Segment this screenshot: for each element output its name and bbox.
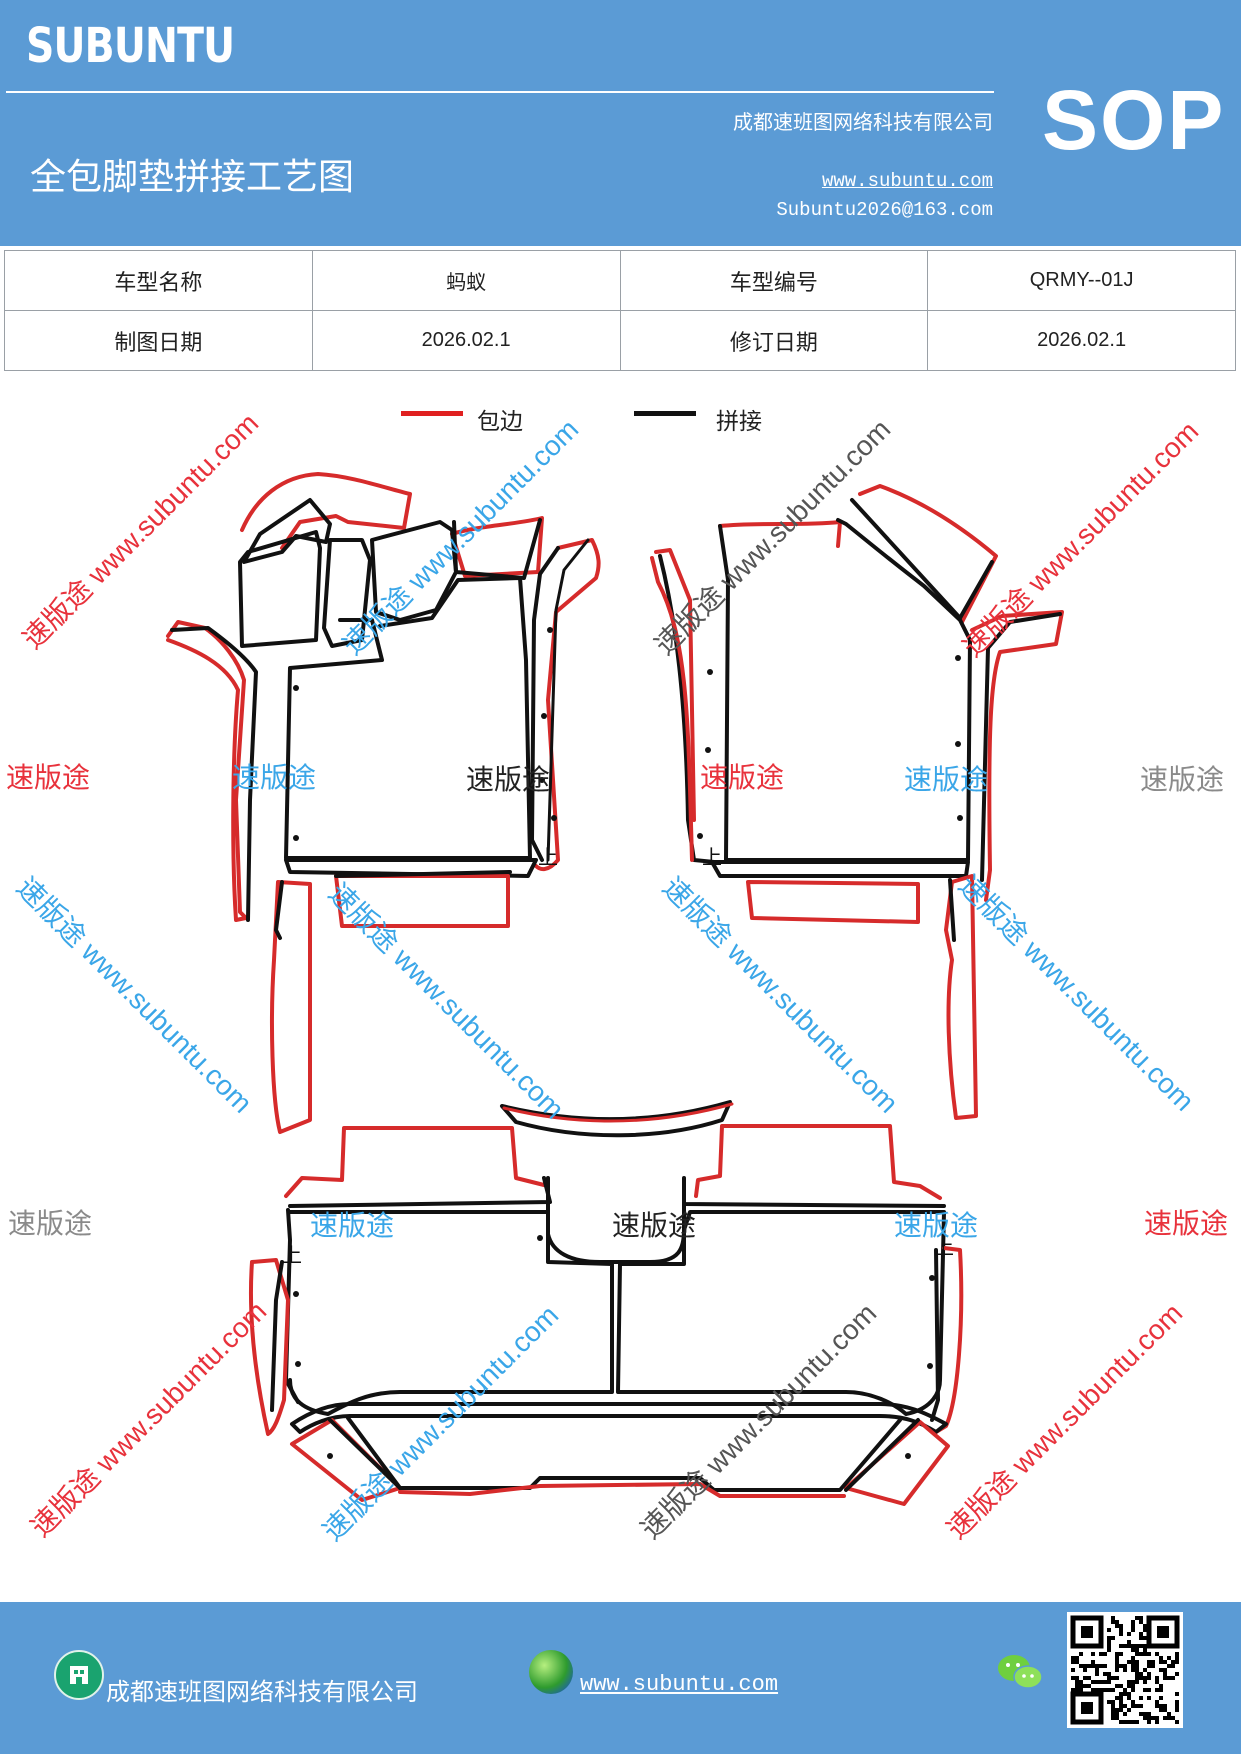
revise-date-label: 修订日期 (619, 310, 929, 371)
up-marker-rear-right: 上 (934, 1235, 954, 1259)
watermark-brand: 速版途 (700, 762, 785, 793)
globe-icon (529, 1650, 573, 1694)
page-title: 全包脚垫拼接工艺图 (30, 156, 355, 197)
watermark-brand: 速版途 (1140, 764, 1225, 795)
footer-company: 成都速班图网络科技有限公司 (106, 1678, 418, 1706)
model-code-value: QRMY--01J (927, 250, 1236, 311)
header-banner (0, 0, 1241, 246)
draw-date-label: 制图日期 (4, 310, 313, 371)
rear-mat (248, 1100, 964, 1506)
legend-seam-label: 拼接 (716, 408, 762, 434)
revise-date-value: 2026.02.1 (927, 310, 1236, 371)
brand-logo: SUBUNTU (26, 18, 235, 74)
table-row: 车型名称 蚂蚁 车型编号 QRMY--01J (4, 250, 1236, 311)
model-name-value: 蚂蚁 (311, 250, 621, 311)
up-marker-front-right: 上 (702, 845, 722, 869)
watermark-brand: 速版途 (232, 762, 317, 793)
model-code-label: 车型编号 (619, 250, 929, 311)
watermark-brand: 速版途 (310, 1210, 395, 1241)
legend-hem-swatch (401, 411, 463, 416)
up-marker-front-left: 上 (538, 845, 558, 869)
sop-badge: SOP (1042, 73, 1226, 167)
vehicle-info-table: 车型名称 蚂蚁 车型编号 QRMY--01J 制图日期 2026.02.1 修订… (4, 250, 1236, 371)
watermark-brand: 速版途 (904, 764, 989, 795)
watermark-brand: 速版途 (1144, 1208, 1229, 1239)
table-row: 制图日期 2026.02.1 修订日期 2026.02.1 (4, 310, 1236, 371)
wechat-icon[interactable] (996, 1652, 1044, 1692)
up-marker-rear-left: 上 (282, 1243, 302, 1267)
legend-hem-label: 包边 (477, 408, 523, 434)
front-left-mat (166, 472, 601, 1134)
footer-website-link[interactable]: www.subuntu.com (580, 1672, 779, 1697)
header-divider (6, 91, 994, 93)
building-icon (54, 1650, 104, 1700)
header-website-link[interactable]: www.subuntu.com (821, 170, 993, 192)
watermark-brand: 速版途 (6, 762, 91, 793)
front-right-mat (650, 484, 1064, 1120)
watermark-brand: 速版途 (8, 1208, 93, 1239)
qr-code-image (1067, 1612, 1183, 1728)
header-company: 成都速班图网络科技有限公司 (733, 110, 993, 134)
watermark-brand: 速版途 (466, 764, 551, 795)
draw-date-value: 2026.02.1 (311, 310, 621, 371)
model-name-label: 车型名称 (4, 250, 313, 311)
watermark-brand: 速版途 (612, 1210, 697, 1241)
legend-seam-swatch (634, 411, 696, 416)
watermark-brand: 速版途 (894, 1210, 979, 1241)
header-email: Subuntu2026@163.com (776, 199, 993, 221)
